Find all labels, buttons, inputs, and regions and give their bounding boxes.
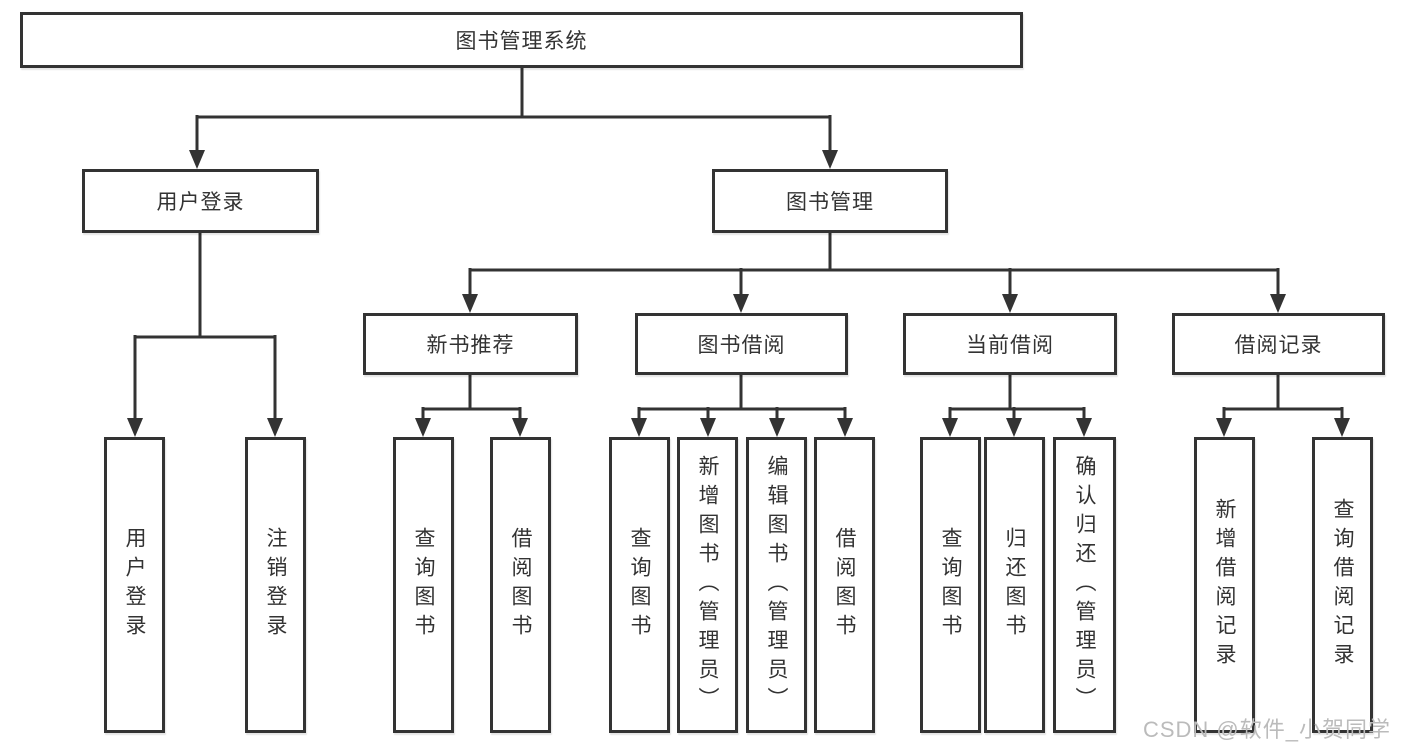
node-book-borrowing: 图书借阅 [635, 313, 848, 375]
leaf-label: 借阅图书 [833, 527, 856, 643]
leaf-borrow-books: 借阅图书 [814, 437, 875, 733]
leaf-add-borrow-record: 新增借阅记录 [1194, 437, 1255, 733]
leaf-label: 编辑图书（管理员） [765, 454, 788, 716]
leaf-label: 查询图书 [412, 527, 435, 643]
node-book-management: 图书管理 [712, 169, 948, 233]
leaf-label: 新增借阅记录 [1213, 498, 1236, 672]
leaf-label: 归还图书 [1003, 527, 1026, 643]
leaf-label: 查询图书 [939, 527, 962, 643]
leaf-query-books-recommend: 查询图书 [393, 437, 454, 733]
leaf-borrow-books-recommend: 借阅图书 [490, 437, 551, 733]
leaf-label: 借阅图书 [509, 527, 532, 643]
leaf-return-books: 归还图书 [984, 437, 1045, 733]
node-root: 图书管理系统 [20, 12, 1023, 68]
leaf-query-books-borrow: 查询图书 [609, 437, 670, 733]
node-borrowing-records: 借阅记录 [1172, 313, 1385, 375]
leaf-edit-book-admin: 编辑图书（管理员） [746, 437, 807, 733]
leaf-label: 新增图书（管理员） [696, 454, 719, 716]
leaf-user-login: 用户登录 [104, 437, 165, 733]
leaf-label: 注销登录 [264, 527, 287, 643]
watermark: CSDN @软件_小贺同学 [1142, 717, 1391, 742]
leaf-label: 确认归还（管理员） [1073, 454, 1096, 716]
leaf-query-books-current: 查询图书 [920, 437, 981, 733]
leaf-logout: 注销登录 [245, 437, 306, 733]
leaf-label: 用户登录 [123, 527, 146, 643]
leaf-label: 查询图书 [628, 527, 651, 643]
leaf-confirm-return-admin: 确认归还（管理员） [1053, 437, 1116, 733]
node-user-login: 用户登录 [82, 169, 319, 233]
leaf-add-book-admin: 新增图书（管理员） [677, 437, 738, 733]
leaf-label: 查询借阅记录 [1331, 498, 1354, 672]
node-current-borrowing: 当前借阅 [903, 313, 1117, 375]
node-new-book-recommend: 新书推荐 [363, 313, 578, 375]
leaf-query-borrow-record: 查询借阅记录 [1312, 437, 1373, 733]
